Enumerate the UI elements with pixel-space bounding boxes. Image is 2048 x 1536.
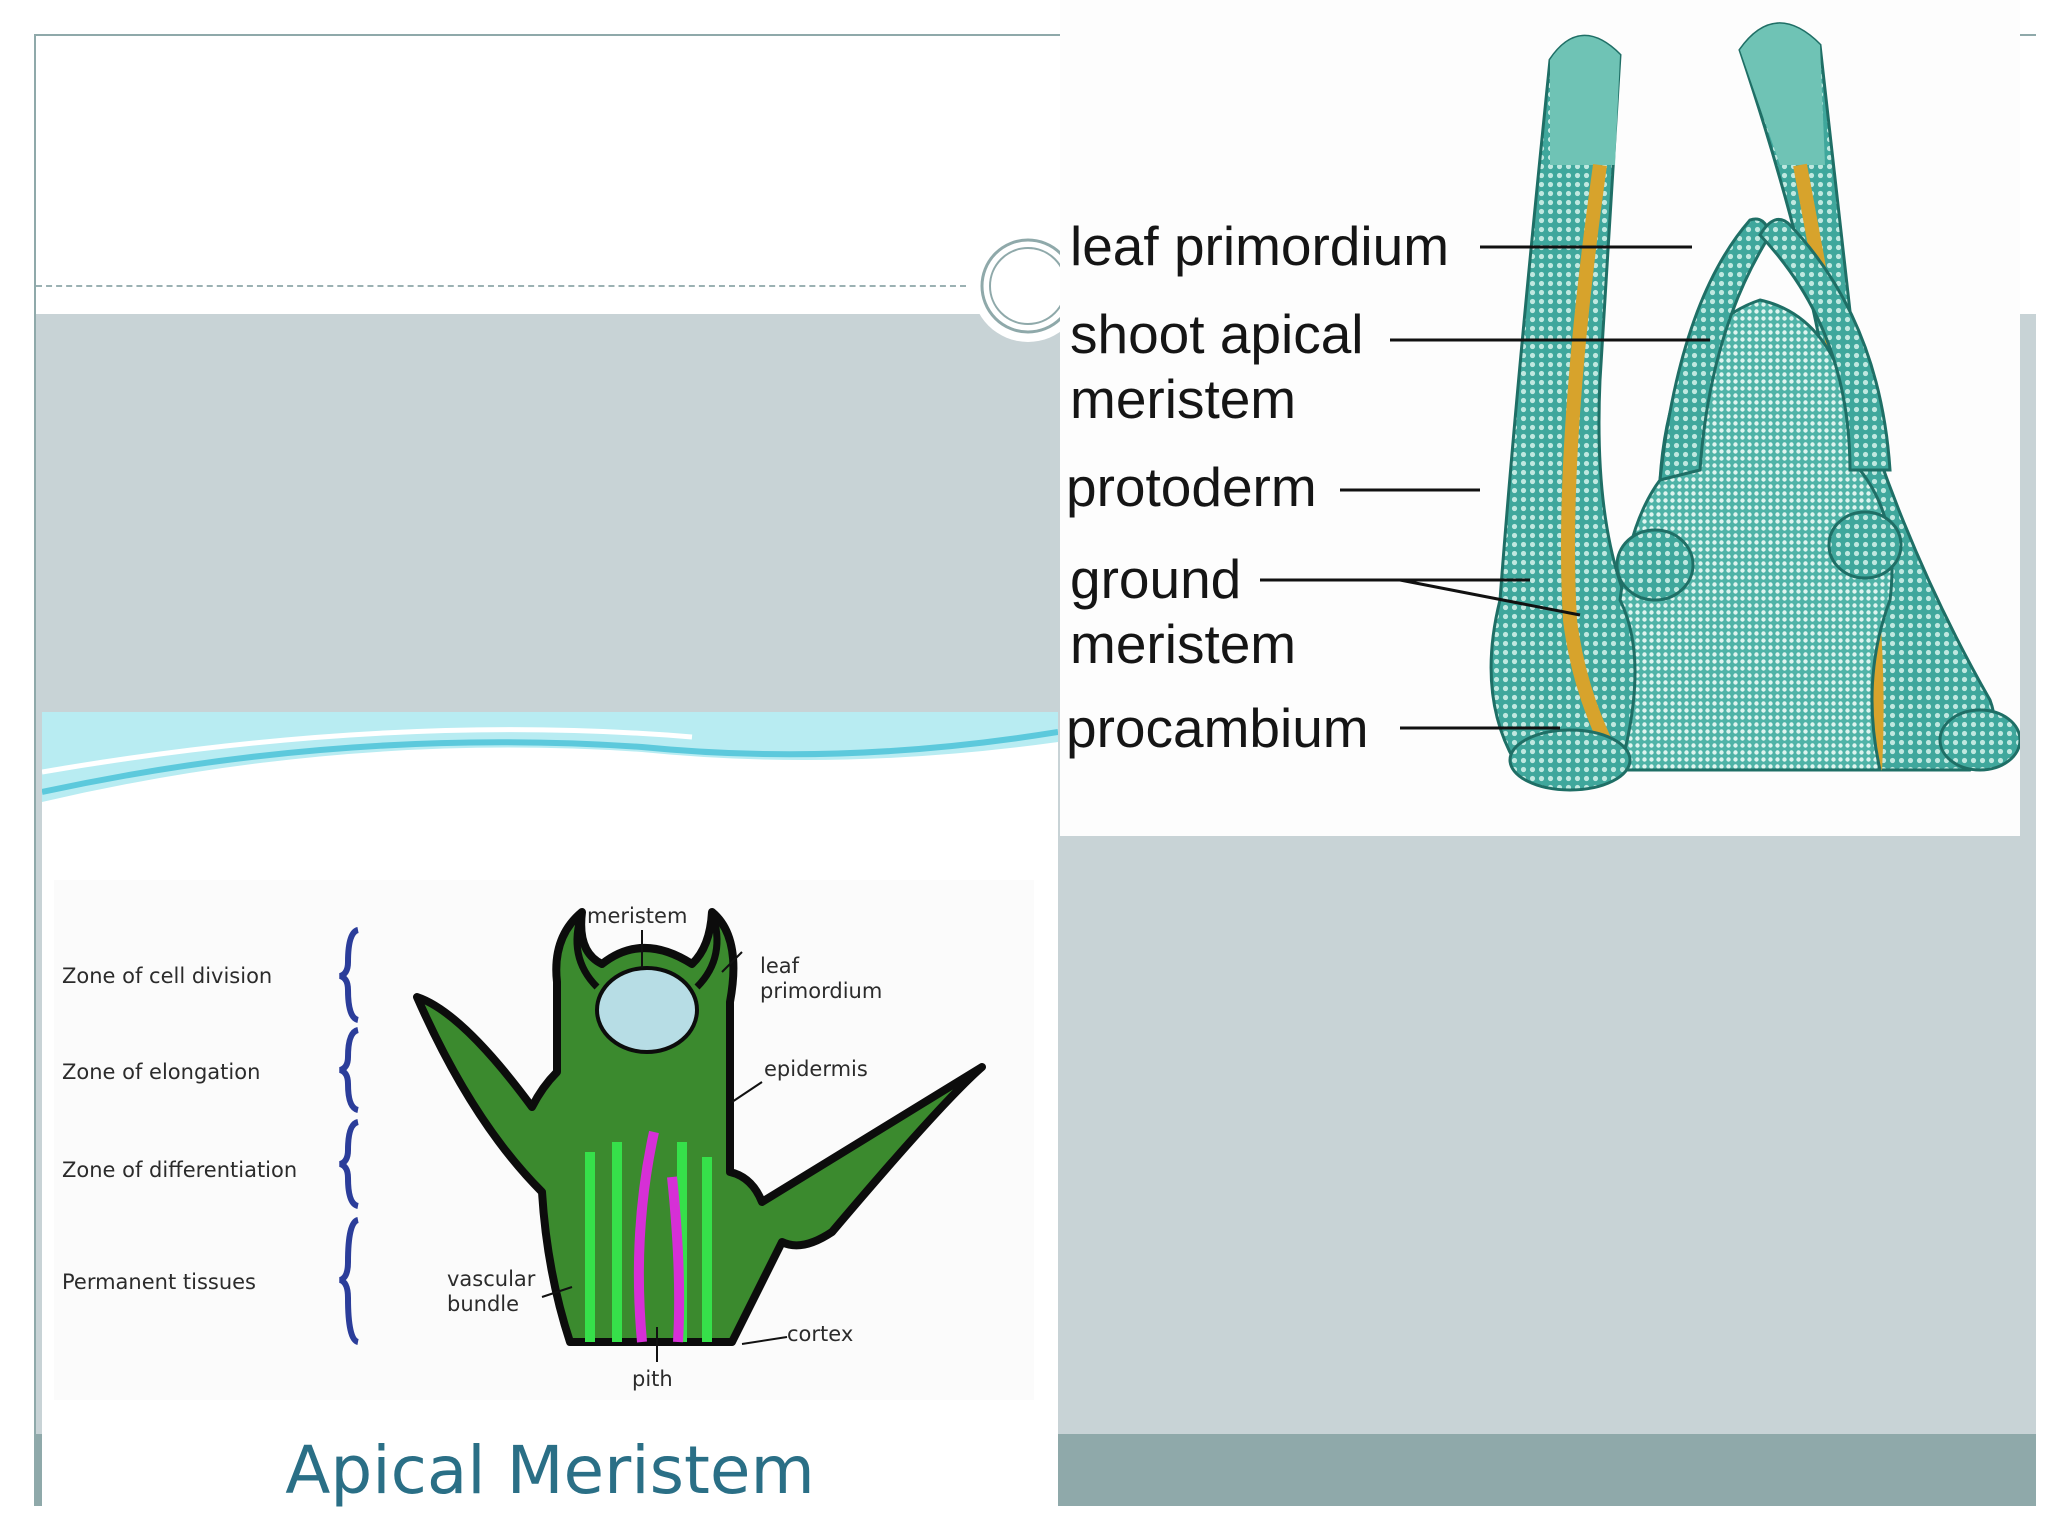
lateral-bud-right	[1827, 510, 1903, 580]
bracket-elongation	[339, 1027, 360, 1113]
label-shoot-apical: shoot apical	[1070, 303, 1364, 365]
leaf-primordium-left	[1658, 217, 1772, 482]
arrow-leaf-primordium	[721, 951, 743, 973]
label-ground: ground	[1070, 548, 1242, 610]
basal-bud-right	[1938, 708, 2020, 772]
procambium-left	[1561, 164, 1627, 774]
meristem-dome	[595, 966, 699, 1054]
label-primordium: primordium	[760, 979, 883, 1003]
label-protoderm: protoderm	[1066, 456, 1317, 518]
wave-band	[42, 712, 1058, 802]
shoot-apex-diagram: leaf primordium shoot apical meristem pr…	[1060, 0, 2020, 836]
label-vascular: vascular	[447, 1267, 536, 1291]
label-pith: pith	[632, 1367, 673, 1391]
leaf-primordium-right	[694, 910, 721, 990]
diagram-caption: Apical Meristem	[285, 1432, 815, 1509]
label-leaf-primordium: leaf primordium	[1070, 215, 1450, 277]
label-cortex: cortex	[787, 1322, 854, 1346]
label-shoot-apical-meristem: meristem	[1070, 368, 1297, 430]
xylem-strand-right	[667, 1176, 685, 1343]
zone-permanent: Permanent tissues	[62, 1270, 256, 1294]
leaf-primordium-right	[1758, 217, 1892, 472]
title-area	[36, 36, 1056, 286]
title-divider	[36, 285, 966, 287]
zone-cell-division: Zone of cell division	[62, 964, 273, 988]
bracket-differentiation	[339, 1119, 360, 1209]
label-ground-meristem: meristem	[1070, 613, 1297, 675]
stem-body	[413, 908, 986, 1346]
label-epidermis: epidermis	[764, 1057, 868, 1081]
label-bundle: bundle	[447, 1292, 520, 1316]
wave-line	[42, 729, 1058, 795]
arrow-cortex	[741, 1336, 788, 1345]
leaf-tip-left	[1550, 36, 1620, 166]
leaf-tip-right	[1740, 23, 1825, 166]
leaf-primordium-left	[573, 910, 600, 990]
arrow-vascular-bundle	[541, 1286, 573, 1298]
circle-ornament-icon	[972, 230, 1084, 342]
label-leaf: leaf	[760, 954, 800, 978]
bracket-permanent	[338, 1217, 360, 1345]
label-procambium: procambium	[1066, 697, 1369, 759]
xylem-strand-left	[633, 1130, 659, 1343]
lateral-bud-left	[1615, 528, 1695, 602]
leader-ground-2	[1399, 578, 1581, 617]
arrow-epidermis	[731, 1081, 763, 1103]
zone-differentiation: Zone of differentiation	[62, 1158, 298, 1182]
shoot-apex-drawing	[1260, 22, 2020, 792]
apical-meristem-drawing	[42, 712, 1058, 1400]
label-meristem: meristem	[587, 904, 688, 928]
zone-elongation: Zone of elongation	[62, 1060, 261, 1084]
apical-meristem-diagram: Zone of cell division Zone of elongation…	[42, 712, 1058, 1516]
basal-bud-left	[1508, 728, 1632, 792]
bracket-cell-division	[339, 927, 360, 1023]
wave-line-2	[42, 727, 693, 775]
